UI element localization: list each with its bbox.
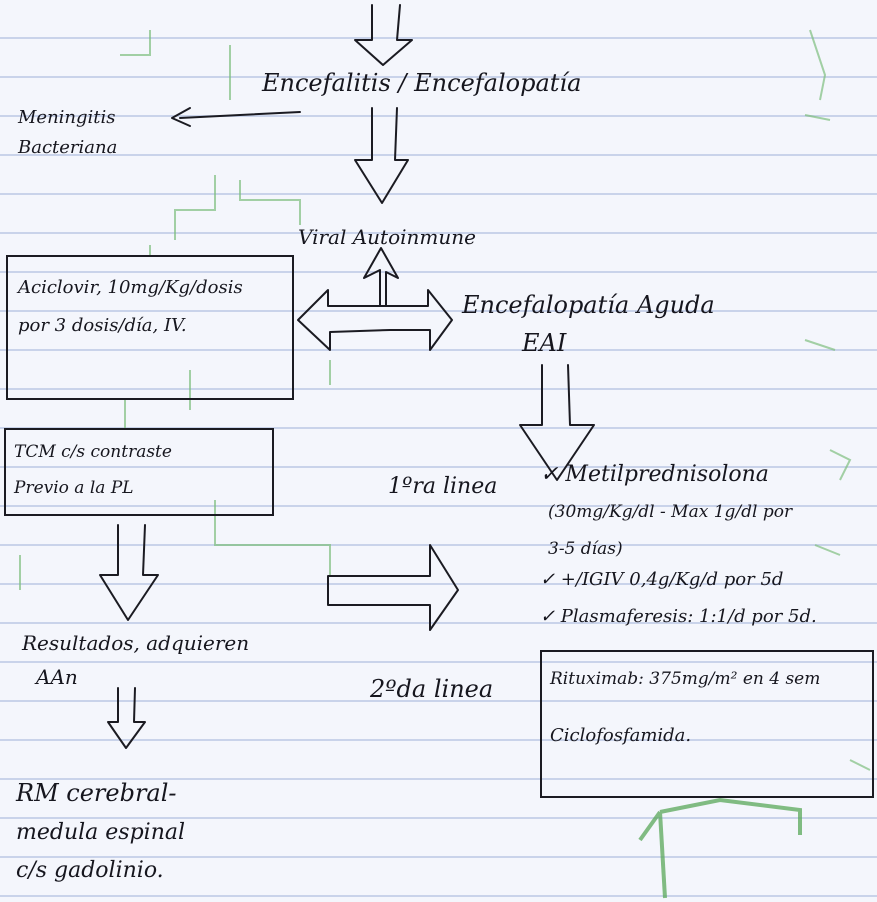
rm-line-2: medula espinal [16, 820, 186, 845]
primera-linea-item-1: ✓ Metilprednisolona [540, 462, 769, 487]
primera-linea-item-2: (30mg/Kg/dl - Max 1g/dl por [548, 502, 793, 522]
segunda-linea-box [540, 650, 874, 798]
arrow-down-viral [354, 107, 409, 204]
arrow-down-tc [99, 524, 159, 621]
eai-line-2: EAI [522, 329, 567, 357]
tc-line-2: Previo a la PL [14, 478, 134, 498]
resultados-line-2: AAn [36, 665, 78, 689]
tc-line-1: TCM c/s contraste [14, 442, 172, 462]
arrow-top [354, 4, 413, 66]
segunda-linea-label: 2ºda linea [370, 675, 494, 703]
primera-linea-item-4: ✓ +/IGIV 0,4g/Kg/d por 5d [540, 569, 784, 590]
tc-box [4, 428, 274, 516]
rm-line-1: RM cerebral- [16, 779, 177, 807]
segunda-linea-item-2: Ciclofosfamida. [550, 725, 692, 746]
primera-linea-item-5: ✓ Plasmaferesis: 1:1/d por 5d. [540, 606, 817, 627]
arrow-left-meningitis [171, 107, 191, 127]
acyclovir-line-2: por 3 dosis/día, IV. [18, 315, 187, 336]
eai-line-1: Encefalopatía Aguda [462, 291, 715, 319]
resultados-line-1: Resultados, adquieren [22, 631, 250, 655]
arrow-up-viral [363, 247, 399, 306]
arrow-down-resultados [107, 687, 146, 749]
acyclovir-line-1: Aciclovir, 10mg/Kg/dosis [18, 277, 243, 298]
arrow-right-treatment [327, 544, 459, 631]
primera-linea-item-3: 3-5 días) [548, 539, 623, 559]
segunda-linea-item-1: Rituximab: 375mg/m² en 4 sem [550, 669, 821, 689]
viral-autoinmune-label: Viral Autoinmune [298, 225, 476, 249]
arrow-down-eai [519, 364, 595, 481]
double-arrow [297, 289, 453, 351]
acyclovir-box [6, 255, 294, 400]
primera-linea-label: 1ºra linea [388, 474, 498, 499]
meningitis-line-1: Meningitis [18, 107, 116, 128]
top-node-label: Encefalitis / Encefalopatía [262, 69, 582, 97]
meningitis-line-2: Bacteriana [18, 137, 118, 158]
rm-line-3: c/s gadolinio. [16, 858, 164, 883]
